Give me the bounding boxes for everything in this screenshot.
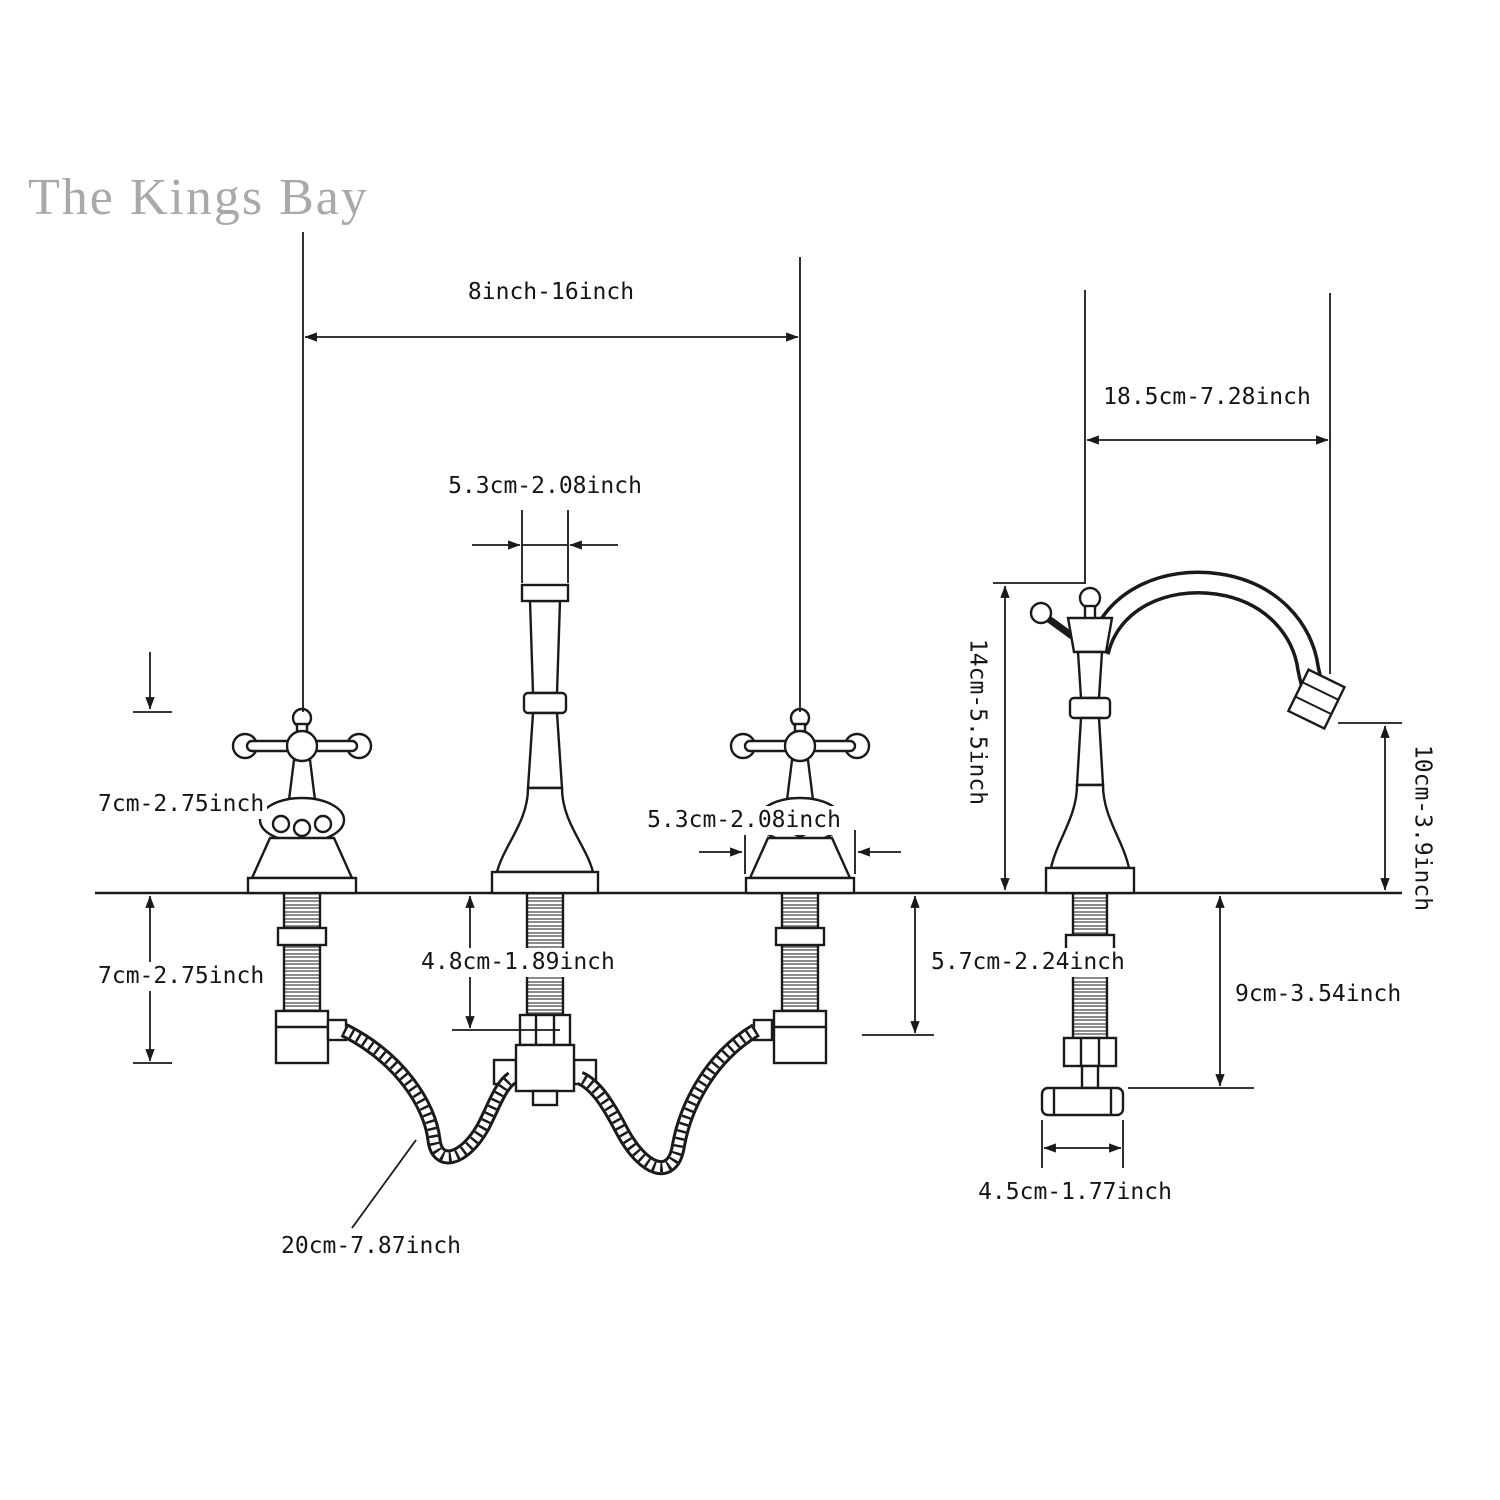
right-supply-hose xyxy=(576,1023,760,1175)
aerator xyxy=(1286,668,1347,731)
dim-spread-label: 8inch-16inch xyxy=(464,278,638,307)
left-supply-hose xyxy=(340,1023,517,1165)
dim-outlet-height-label: 10cm-3.9inch xyxy=(1407,741,1437,915)
dim-center-shank-label: 4.8cm-1.89inch xyxy=(418,948,618,977)
watermark: The Kings Bay xyxy=(28,169,369,226)
dim-spout-top-width-label: 5.3cm-2.08inch xyxy=(445,472,645,501)
dim-handle-height-label: 7cm-2.75inch xyxy=(95,790,268,819)
dim-handle-depth-label: 7cm-2.75inch xyxy=(95,962,268,991)
spout-fixture xyxy=(1029,570,1347,1117)
dim-handle-base-width-label: 5.3cm-2.08inch xyxy=(644,806,844,835)
dim-spout-shank-label: 9cm-3.54inch xyxy=(1232,980,1405,1009)
right-handle-fixture xyxy=(729,707,871,1065)
spout-tube-inner xyxy=(1089,574,1323,697)
dim-handle-shank-label: 5.7cm-2.24inch xyxy=(928,948,1128,977)
center-valve-column xyxy=(490,583,600,1107)
spout-lever xyxy=(1043,614,1075,639)
dim-inlet-fitting-width-label: 4.5cm-1.77inch xyxy=(975,1178,1175,1207)
dim-spout-reach-label: 18.5cm-7.28inch xyxy=(1100,383,1314,412)
left-handle-fixture xyxy=(231,707,373,1065)
dimension-lines xyxy=(133,232,1402,1229)
dim-hose-length-label: 20cm-7.87inch xyxy=(278,1232,465,1261)
dim-spout-height-label: 14cm-5.5inch xyxy=(962,635,992,809)
